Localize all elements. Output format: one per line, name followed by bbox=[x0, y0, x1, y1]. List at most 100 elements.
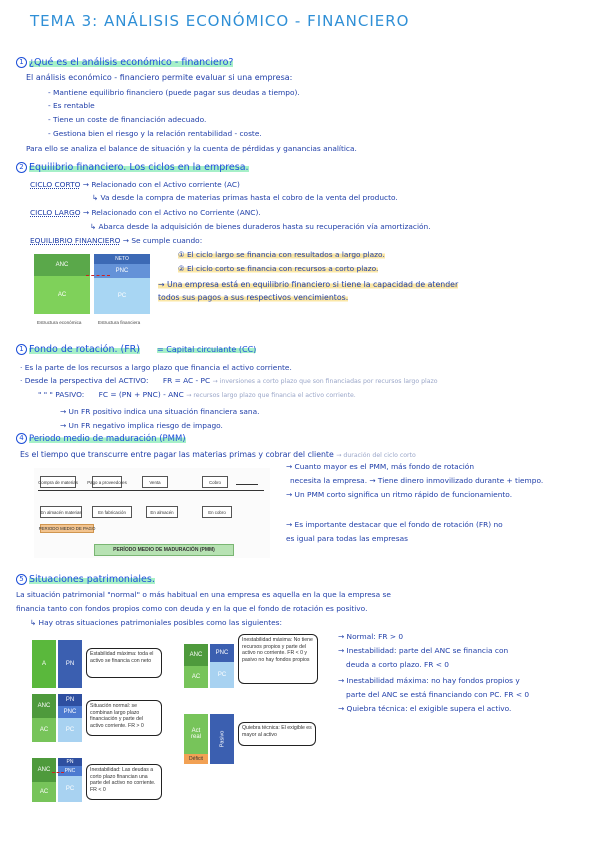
fr-line-4: → Un FR positivo indica una situación fi… bbox=[60, 407, 260, 416]
ciclo-largo: CICLO LARGO → Relacionado con el Activo … bbox=[30, 208, 261, 217]
equilibrio-text: → Se cumple cuando: bbox=[122, 236, 203, 245]
fr-line-1: · Es la parte de los recursos a largo pl… bbox=[20, 363, 292, 372]
d5-pnc: PNC bbox=[58, 766, 82, 776]
pmm-right-5: es igual para todas las empresas bbox=[286, 534, 408, 543]
s5-right-3: deuda a corto plazo. FR < 0 bbox=[346, 660, 449, 669]
d2-note: Situación normal: se combinan largo plaz… bbox=[86, 700, 162, 736]
s5-right-5: parte del ANC se está financiando con PC… bbox=[346, 690, 530, 699]
pc-block: PC bbox=[94, 278, 150, 314]
ciclo-largo-text: → Relacionado con el Activo no Corriente… bbox=[82, 208, 261, 217]
fr-formula-pasivo-note: → recursos largo plazo que financia el a… bbox=[186, 392, 356, 399]
d3-note: Inestabilidad máxima: No tiene recursos … bbox=[238, 634, 318, 684]
equilibrio-financiero: EQUILIBRIO FINANCIERO → Se cumple cuando… bbox=[30, 236, 202, 245]
diagram-caption-right: Estructura financiera bbox=[98, 320, 141, 325]
pmm-line-1: Es el tiempo que transcurre entre pagar … bbox=[20, 450, 416, 459]
ciclo-largo-sub: ↳ Abarca desde la adquisición de bienes … bbox=[90, 222, 431, 231]
s5-right-2: → Inestabilidad: parte del ANC se financ… bbox=[338, 646, 509, 655]
fr-line-3: " " " PASIVO: FC = (PN + PNC) - ANC → re… bbox=[38, 390, 356, 399]
section-2-title: Equilibrio financiero. Los ciclos en la … bbox=[29, 162, 249, 173]
neto-block: NETO bbox=[94, 254, 150, 264]
anc-block: ANC bbox=[34, 254, 90, 276]
pnc-block: PNC bbox=[94, 264, 150, 278]
d1-note: Estabilidad máxima: toda el activo se fi… bbox=[86, 648, 162, 678]
arrow-line bbox=[236, 484, 258, 485]
d5-pc: PC bbox=[58, 776, 82, 802]
s1-line-2: - Es rentable bbox=[48, 101, 95, 110]
s1-line-1: - Mantiene equilibrio financiero (puede … bbox=[48, 88, 300, 97]
pmm-event-2: Pago a proveedores bbox=[87, 476, 127, 488]
pmm-diagram: Compra de materias Pago a proveedores Ve… bbox=[34, 468, 270, 558]
d2-pn: PN bbox=[58, 694, 82, 706]
d1-pn: PN bbox=[58, 640, 82, 688]
section-5-title: Situaciones patrimoniales. bbox=[29, 574, 155, 585]
pmm-right-2: necesita la empresa. → Tiene dinero inmo… bbox=[290, 476, 544, 485]
section-number: 1 bbox=[16, 344, 27, 355]
pmm-event-4: Cobro bbox=[202, 476, 228, 488]
s5-line-2: financia tanto con fondos propios como c… bbox=[16, 604, 368, 613]
section-3-title-alt: = Capital circulante (CC) bbox=[157, 345, 257, 354]
diagram-caption-left: Estructura económica bbox=[37, 320, 82, 325]
section-1-heading: 1¿Qué es el análisis económico - financi… bbox=[16, 57, 234, 68]
section-number: 5 bbox=[16, 574, 27, 585]
ac-block: AC bbox=[34, 276, 90, 314]
conclusion-line-2: todos sus pagos a sus respectivos vencim… bbox=[158, 293, 349, 302]
d4-deficit: Déficit bbox=[184, 754, 208, 764]
s1-line-3: - Tiene un coste de financiación adecuad… bbox=[48, 115, 207, 124]
s1-line-0: El análisis económico - financiero permi… bbox=[26, 73, 293, 82]
s5-line-1: La situación patrimonial "normal" o más … bbox=[16, 590, 391, 599]
d3-pnc: PNC bbox=[210, 644, 234, 662]
fr-line-5: → Un FR negativo implica riesgo de impag… bbox=[60, 421, 223, 430]
d3-pc: PC bbox=[210, 662, 234, 688]
ciclo-corto-label: CICLO CORTO bbox=[30, 180, 81, 189]
pmm-event-1: Compra de materias bbox=[38, 476, 78, 488]
d3-anc: ANC bbox=[184, 644, 208, 666]
s5-line-3: ↳ Hay otras situaciones patrimoniales po… bbox=[30, 618, 283, 627]
pmm-periodo-pago: PERIODO MEDIO DE PAGO bbox=[38, 524, 96, 533]
d3-ac: AC bbox=[184, 666, 208, 688]
s1-line-5: Para ello se analiza el balance de situa… bbox=[26, 144, 357, 153]
d5-red-line bbox=[52, 772, 64, 773]
condition-1: ① El ciclo largo se financia con resulta… bbox=[178, 250, 385, 259]
d2-ac: AC bbox=[32, 718, 56, 742]
fr-line-2: · Desde la perspectiva del ACTIVO: FR = … bbox=[20, 376, 438, 385]
d5-anc: ANC bbox=[32, 758, 56, 782]
page-title: TEMA 3: ANÁLISIS ECONÓMICO - FINANCIERO bbox=[30, 12, 410, 30]
section-1-title: ¿Qué es el análisis económico - financie… bbox=[29, 57, 234, 68]
red-dashed-line bbox=[86, 275, 110, 276]
ciclo-corto-text: → Relacionado con el Activo corriente (A… bbox=[82, 180, 240, 189]
fr-formula-activo: FR = AC - PC bbox=[162, 376, 211, 385]
d5-pn: PN bbox=[58, 758, 82, 766]
ciclo-corto-sub: ↳ Va desde la compra de materias primas … bbox=[92, 193, 398, 202]
timeline-line bbox=[38, 490, 264, 491]
section-number: 2 bbox=[16, 162, 27, 173]
d5-ac: AC bbox=[32, 782, 56, 802]
pmm-stage-4: En cobro bbox=[202, 506, 232, 518]
d2-anc: ANC bbox=[32, 694, 56, 718]
fr-formula-activo-note: → inversiones a corto plazo que son fina… bbox=[212, 378, 438, 385]
pmm-stage-1: En almacén materias bbox=[40, 506, 82, 518]
pmm-right-1: → Cuanto mayor es el PMM, más fondo de r… bbox=[286, 462, 475, 471]
condition-2: ② El ciclo corto se financia con recurso… bbox=[178, 264, 379, 273]
d4-note: Quiebra técnica: El exigible es mayor al… bbox=[238, 722, 316, 746]
s1-line-4: - Gestiona bien el riesgo y la relación … bbox=[48, 129, 262, 138]
s5-right-6: → Quiebra técnica: el exigible supera el… bbox=[338, 704, 512, 713]
d2-pnc: PNC bbox=[58, 706, 82, 718]
pmm-banner: PERÍODO MEDIO DE MADURACIÓN (PMM) bbox=[94, 544, 234, 556]
ciclo-largo-label: CICLO LARGO bbox=[30, 208, 81, 217]
section-3-title: Fondo de rotación. (FR) bbox=[29, 344, 140, 355]
s5-right-1: → Normal: FR > 0 bbox=[338, 632, 404, 641]
s5-right-4: → Inestabilidad máxima: no hay fondos pr… bbox=[338, 676, 520, 685]
d5-note: Inestabilidad: Las deudas a corto plazo … bbox=[86, 764, 162, 800]
pmm-right-4: → Es importante destacar que el fondo de… bbox=[286, 520, 503, 529]
equilibrio-label: EQUILIBRIO FINANCIERO bbox=[30, 236, 121, 245]
ciclo-corto: CICLO CORTO → Relacionado con el Activo … bbox=[30, 180, 240, 189]
section-4-title: Periodo medio de maduración (PMM) bbox=[29, 434, 186, 444]
d4-pasivo: Pasivo bbox=[210, 714, 234, 764]
pmm-right-3: → Un PMM corto significa un ritmo rápido… bbox=[286, 490, 513, 499]
conclusion-line-1: → Una empresa está en equilibrio financi… bbox=[158, 280, 459, 289]
